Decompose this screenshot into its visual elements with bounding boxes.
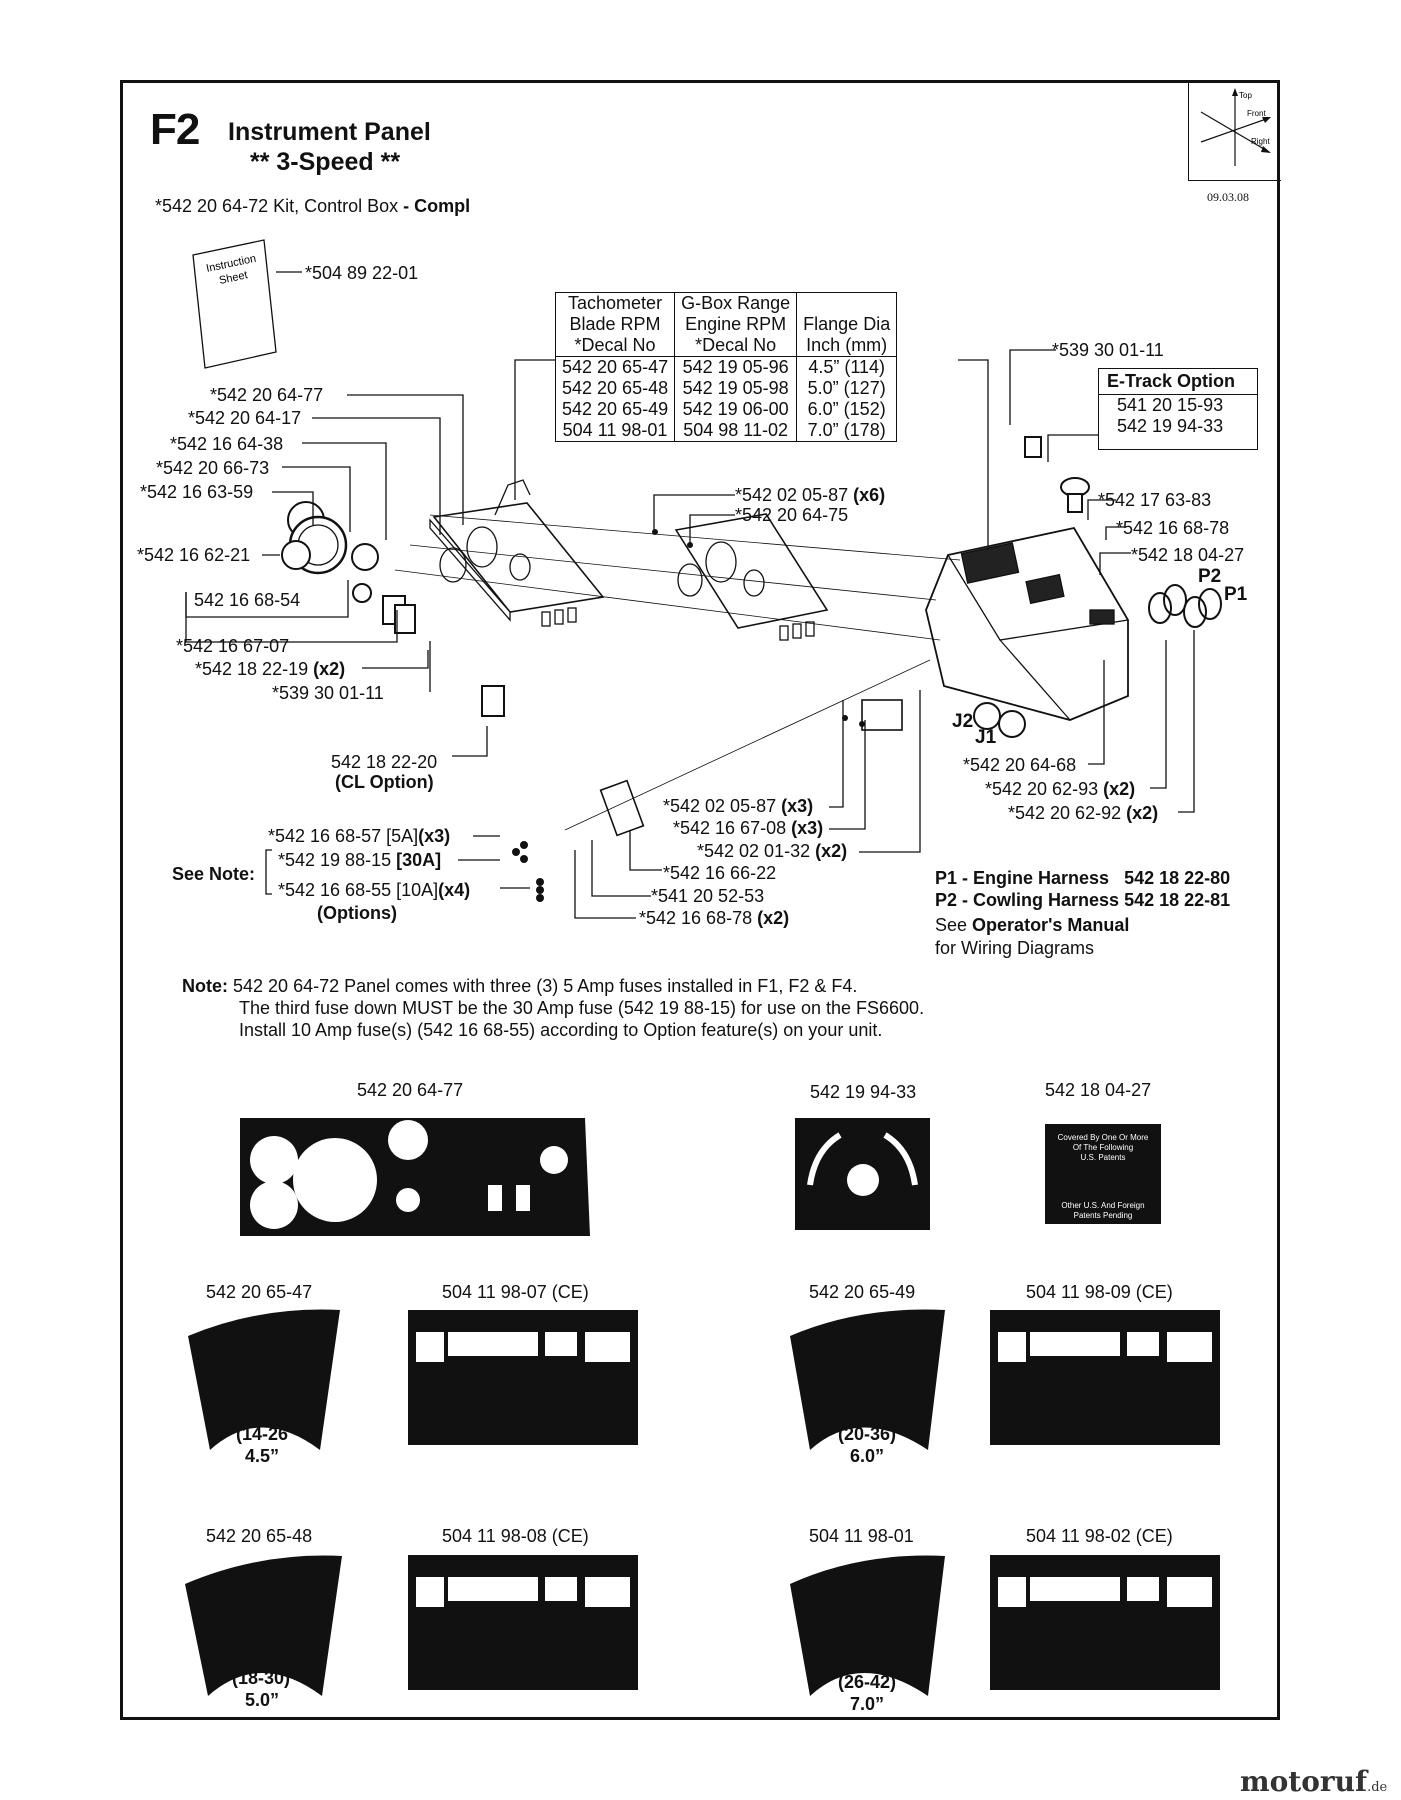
etrack-item: 542 19 94-33 — [1117, 416, 1224, 436]
part-label: *542 18 04-27 — [1131, 545, 1245, 565]
note-block: Note: 542 20 64-72 Panel comes with thre… — [182, 976, 925, 1040]
svg-text:Top: Top — [1239, 91, 1252, 100]
table-cell: 6.0” (152) — [796, 399, 898, 420]
harness-p1: P1 - Engine Harness 542 18 22-80 — [935, 868, 1231, 888]
decal-range: (20-36) — [838, 1424, 897, 1444]
connector-label: J2 — [952, 711, 974, 732]
svg-text:Front: Front — [1247, 109, 1266, 118]
decal-flange: 5.0” — [245, 1690, 280, 1710]
decal-label: 542 20 64-77 — [357, 1080, 464, 1100]
decal-label: 504 11 98-02 (CE) — [1026, 1526, 1173, 1546]
part-label: *542 18 22-19 (x2) — [195, 659, 346, 679]
decal-flange: 4.5” — [245, 1446, 280, 1466]
part-label: *539 30 01-11 — [272, 683, 384, 703]
table-cell: 542 19 06-00 — [674, 399, 798, 420]
decal-label: 542 18 04-27 — [1045, 1080, 1152, 1100]
site-logo[interactable]: motoruf.de — [1240, 1765, 1388, 1798]
table-cell: 542 19 05-96 — [674, 356, 798, 378]
harness-p2: P2 - Cowling Harness 542 18 22-81 — [935, 890, 1231, 910]
part-label: *541 20 52-53 — [651, 886, 765, 906]
section-code: F2 — [150, 105, 200, 154]
part-label: 542 16 68-54 — [194, 590, 301, 610]
fuse-label: *542 16 68-55 [10A](x4) — [278, 880, 471, 900]
page-frame — [120, 80, 1280, 1720]
decal-label: 504 11 98-09 (CE) — [1026, 1282, 1173, 1302]
part-label: *542 16 63-59 — [140, 482, 254, 502]
part-label: *542 16 67-07 — [176, 636, 290, 656]
part-label: *542 16 66-22 — [663, 863, 777, 883]
decal-flange: 7.0” — [850, 1694, 885, 1714]
part-label: *542 16 62-21 — [137, 545, 251, 565]
manual-ref: See Operator's Manual — [935, 915, 1130, 935]
decal-range: (18-30) — [232, 1668, 291, 1688]
connector-label: J1 — [975, 727, 997, 748]
kit-label: *542 20 64-72 Kit, Control Box - Compl — [155, 196, 471, 216]
table-cell: 542 19 05-98 — [674, 378, 798, 399]
table-cell: 542 20 65-48 — [554, 378, 676, 399]
part-label-option: (CL Option) — [335, 772, 434, 792]
decal-label: 542 20 65-47 — [206, 1282, 313, 1302]
table-cell: 542 20 65-49 — [554, 399, 676, 420]
orientation-axes-icon: Top Front Right — [1200, 88, 1271, 166]
table-cell: 542 20 65-47 — [554, 356, 676, 378]
decal-range: (26-42) — [838, 1672, 897, 1692]
table-cell: 504 98 11-02 — [674, 420, 798, 442]
etrack-item: 541 20 15-93 — [1117, 395, 1224, 415]
part-label: *542 20 64-75 — [735, 505, 849, 525]
table-cell: 5.0” (127) — [796, 378, 898, 399]
part-label: *504 89 22-01 — [305, 263, 419, 283]
part-label: *542 02 05-87 (x6) — [735, 485, 886, 505]
part-label: *542 20 62-93 (x2) — [985, 779, 1136, 799]
decal-label: 504 11 98-07 (CE) — [442, 1282, 589, 1302]
decal-label: 504 11 98-01 — [809, 1526, 914, 1546]
etrack-option-box: E-Track Option 541 20 15-93 542 19 94-33 — [1098, 368, 1258, 450]
part-label: *542 20 62-92 (x2) — [1008, 803, 1159, 823]
decal-label: 542 20 65-48 — [206, 1526, 313, 1546]
table-cell: 4.5” (114) — [796, 356, 898, 378]
page-subtitle: ** 3-Speed ** — [250, 148, 401, 176]
part-label: *542 16 68-78 (x2) — [639, 908, 790, 928]
manual-ref-2: for Wiring Diagrams — [935, 938, 1095, 958]
table-cell: 504 11 98-01 — [554, 420, 676, 442]
fuse-label: *542 16 68-57 [5A](x3) — [268, 826, 451, 846]
table-cell: 7.0” (178) — [796, 420, 898, 442]
revision-date: 09.03.08 — [1207, 190, 1249, 204]
part-label: *542 20 64-68 — [963, 755, 1077, 775]
part-label: *542 02 01-32 (x2) — [697, 841, 848, 861]
connector-label: P2 — [1198, 566, 1222, 587]
part-label: *542 16 68-78 — [1116, 518, 1230, 538]
part-label: *542 16 64-38 — [170, 434, 284, 454]
decal-label: 542 20 65-49 — [809, 1282, 916, 1302]
connector-label: P1 — [1224, 584, 1248, 605]
decal-range: (14-26 — [236, 1424, 289, 1444]
part-label: *542 16 67-08 (x3) — [673, 818, 824, 838]
decal-flange: 6.0” — [850, 1446, 885, 1466]
decal-label: 542 19 94-33 — [810, 1082, 917, 1102]
etrack-title: E-Track Option — [1099, 369, 1257, 395]
page-title: Instrument Panel — [228, 118, 431, 146]
part-label: *542 02 05-87 (x3) — [663, 796, 814, 816]
fuse-options-label: (Options) — [317, 903, 397, 923]
orientation-box: Top Front Right — [1188, 82, 1281, 181]
svg-text:Right: Right — [1251, 137, 1270, 146]
see-note-label: See Note: — [172, 864, 256, 884]
part-label: *542 20 64-17 — [188, 408, 302, 428]
part-label: *542 20 64-77 — [210, 385, 324, 405]
part-label: *539 30 01-11 — [1052, 340, 1164, 360]
decal-label: 504 11 98-08 (CE) — [442, 1526, 589, 1546]
part-label: 542 18 22-20 — [331, 752, 438, 772]
fuse-label: *542 19 88-15 [30A] — [278, 850, 442, 870]
part-label: *542 20 66-73 — [156, 458, 270, 478]
part-label: *542 17 63-83 — [1098, 490, 1212, 510]
